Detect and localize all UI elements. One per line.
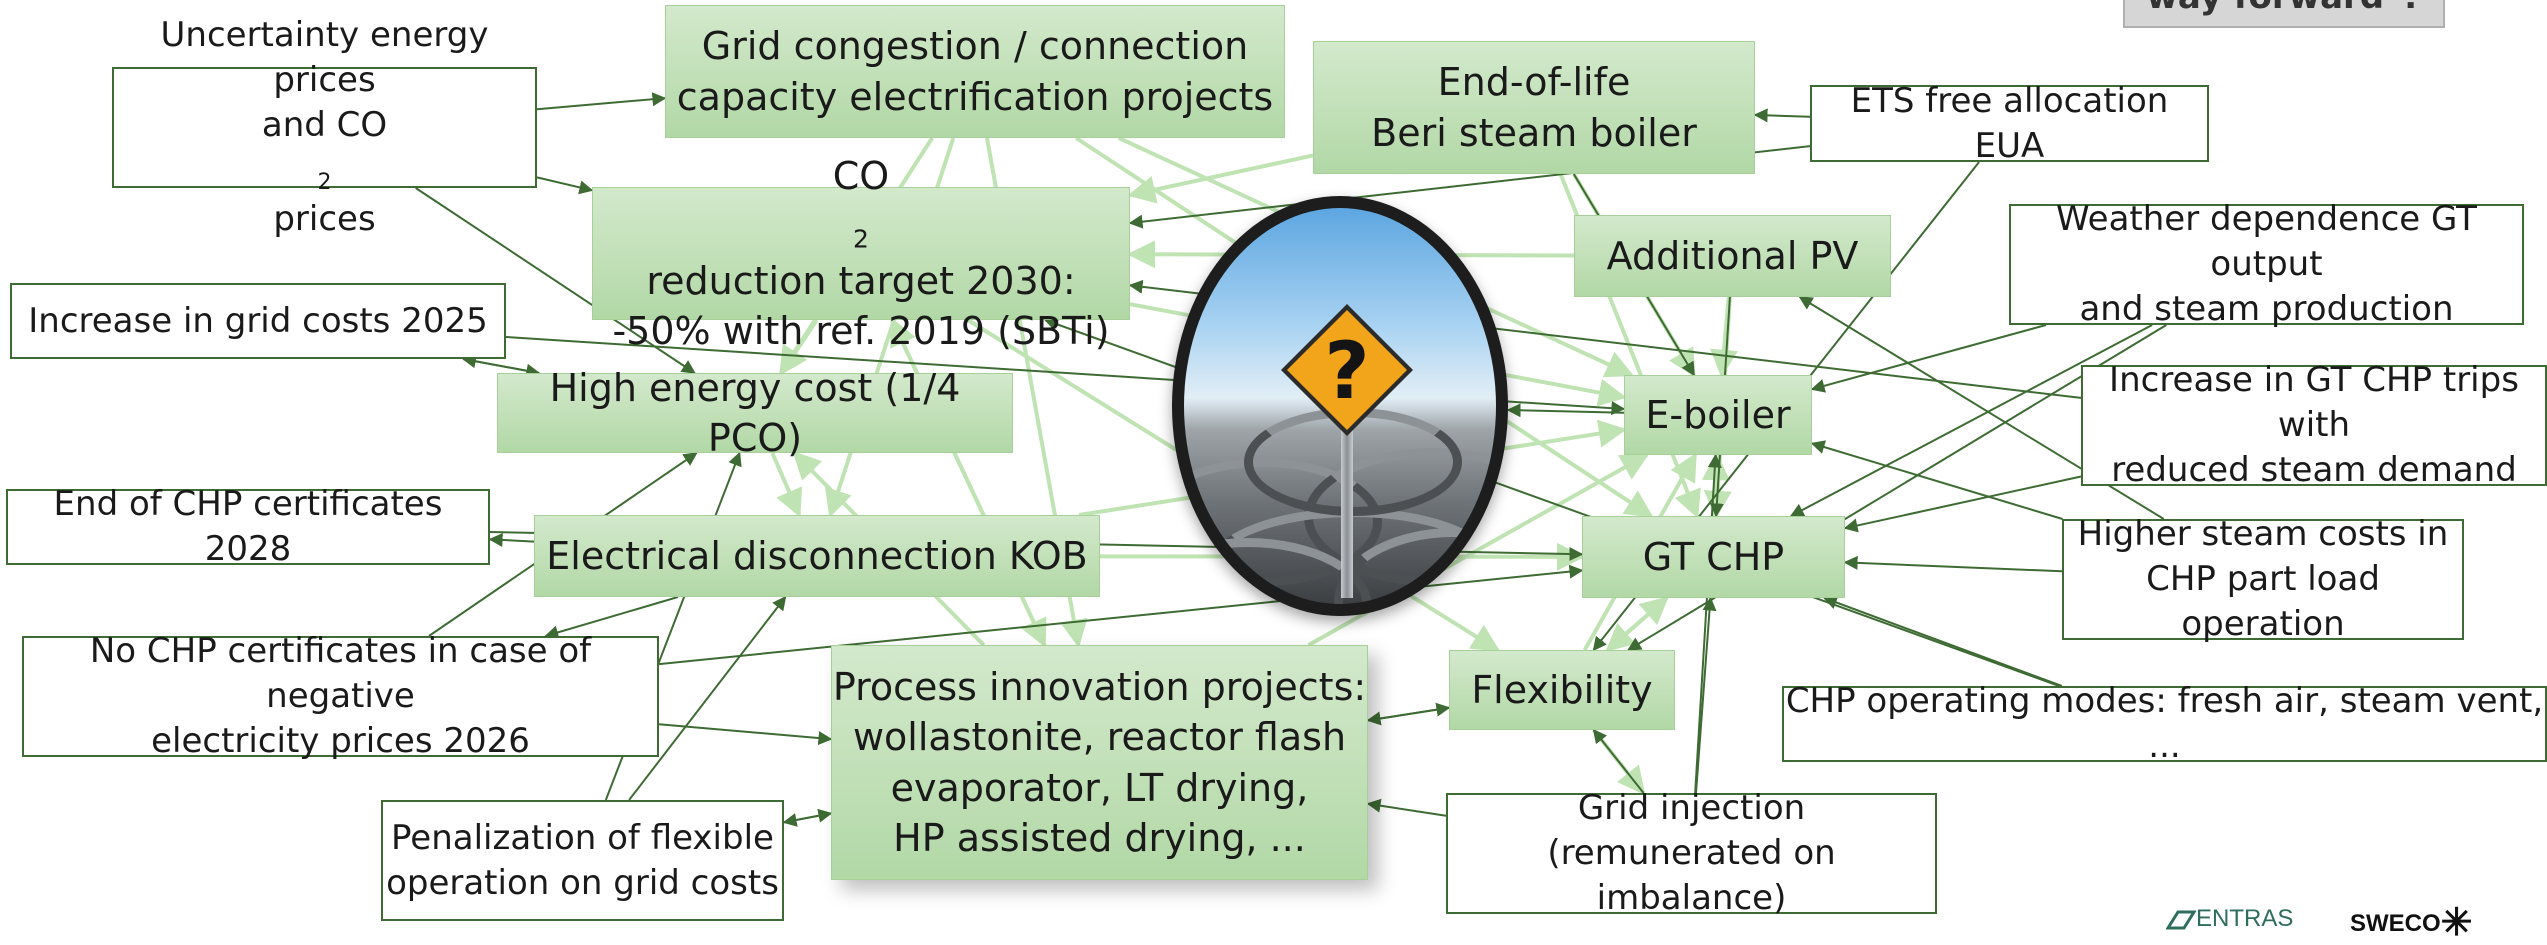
node-additional-pv: Additional PV [1574,215,1891,297]
dark-arrow-weather-to-gt_chp [1789,324,2153,517]
dark-arrow-ets-to-end_of_life [1753,108,1811,123]
question-mark-road-sign-icon: ? [1281,304,1413,436]
callout-way-forward: way forward"? [2123,0,2445,28]
node-chp-operating-modes: CHP operating modes: fresh air, steam ve… [1782,681,2547,766]
dark-arrow-grid_injection-to-flexibility [1592,728,1645,794]
dark-arrow-grid_injection-to-e_boiler [1694,453,1722,794]
node-process-innovation: Process innovation projects:wollastonite… [831,645,1368,880]
node-grid-injection: Grid injection(remunerated on imbalance) [1446,788,1937,918]
dark-arrow-electrical_disc-to-end_chp [488,532,535,547]
entras-logo-icon [2165,910,2197,930]
dark-arrow-high_energy-to-grid_costs [461,354,540,374]
dark-arrow-gt_trips-to-gt_chp [1843,475,2082,533]
node-flexibility: Flexibility [1449,650,1675,730]
svg-text:?: ? [1324,327,1369,417]
dark-arrow-chp_modes-to-gt_chp [1822,595,2063,687]
sweco-asterisk-icon: ✳ [2440,902,2473,944]
dark-arrow-uncertainty-to-co2_target [536,176,594,195]
dark-arrow-uncertainty-to-grid_congestion [536,92,667,111]
node-ets-free-allocation: ETS free allocation EUA [1810,81,2209,166]
dark-arrow-process-to-penalization [782,812,832,827]
dark-arrow-weather-to-e_boiler [1810,324,2047,393]
dark-arrow-uncertainty-to-high_energy [415,187,696,374]
dark-arrow-e_boiler-to-center [1506,403,1625,418]
light-arrow-high_energy-to-electrical_disc [770,452,803,518]
dark-arrow-electrical_disc-to-no_chp [544,596,679,640]
node-grid-costs-2025: Increase in grid costs 2025 [10,283,506,359]
dark-arrow-higher_steam-to-gt_chp [1843,555,2063,573]
node-gt-chp: GT CHP [1582,516,1845,598]
center-image: ? [1172,196,1508,616]
dark-arrow-grid_injection-to-gt_chp [1694,596,1717,794]
entras-logo: ENTRAS [2165,905,2293,933]
light-arrow-flexibility-to-gt_chp [1606,596,1669,652]
node-e-boiler: E-boiler [1624,375,1812,455]
dark-arrow-flexibility-to-process [1366,706,1450,726]
light-arrow-co2_target-to-high_energy [779,318,819,376]
dark-arrow-no_chp-to-process [658,723,833,746]
node-electrical-disconnection: Electrical disconnection KOB [534,515,1100,597]
light-arrow-end_of_life-to-co2_target [1127,153,1314,204]
node-end-chp-certificates: End of CHP certificates 2028 [6,484,490,569]
dark-arrow-higher_steam-to-e_boiler [1810,440,2063,520]
node-high-energy-cost: High energy cost (1/4 PCO) [497,366,1013,460]
dark-arrow-penalization-to-electrical_disc [628,595,787,801]
dark-arrow-grid_injection-to-process [1366,798,1447,817]
